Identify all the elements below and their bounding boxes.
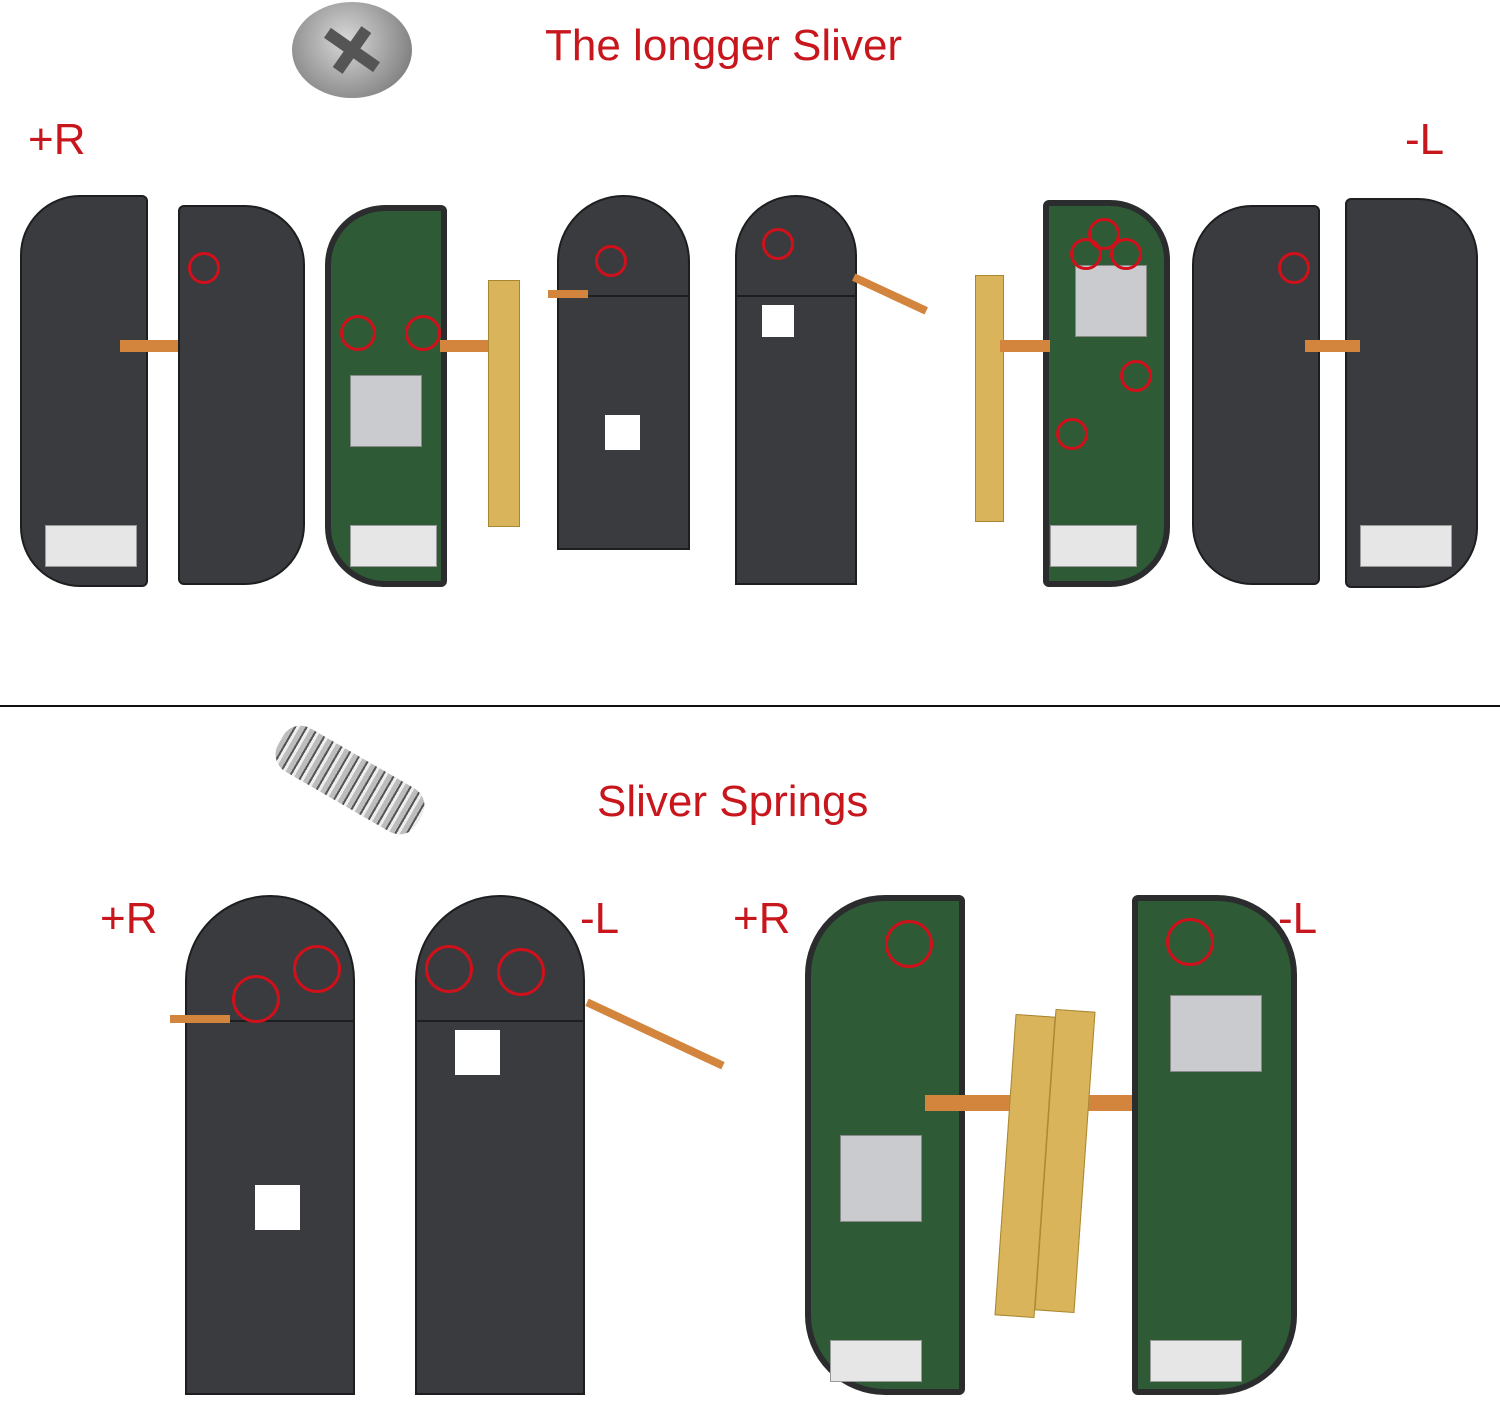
highlight-ring [1088, 218, 1120, 250]
spring-icon [268, 718, 432, 842]
right-joycon-shell-open [20, 195, 148, 587]
highlight-ring [1070, 238, 1102, 270]
flex-cable [170, 1015, 230, 1023]
highlight-ring [405, 315, 441, 351]
flex-cable [1000, 340, 1050, 352]
joycons-label-right: +R [733, 894, 791, 943]
spring-highlight-ring [885, 920, 933, 968]
spring-highlight-ring [293, 945, 341, 993]
rail-connector [1050, 525, 1137, 567]
frame-window [255, 1185, 300, 1230]
right-joycon-back-shell [178, 205, 305, 585]
spring-highlight-ring [425, 945, 473, 993]
rail-connector [1150, 1340, 1242, 1382]
metal-shield [1075, 265, 1147, 337]
left-joycon-pcb [1132, 895, 1297, 1395]
frame-window [605, 415, 640, 450]
rail-connector [830, 1340, 922, 1382]
highlight-ring [762, 228, 794, 260]
sl-sr-rail-frame [415, 1020, 585, 1395]
rail-connector [350, 525, 437, 567]
flex-cable [852, 273, 928, 315]
long-sliver-strip [975, 275, 1004, 522]
rail-connector [45, 525, 137, 567]
sl-sr-rail-frame [735, 295, 857, 585]
metal-shield [840, 1135, 922, 1222]
spring-highlight-ring [1166, 918, 1214, 966]
highlight-ring [1278, 252, 1310, 284]
rail-connector [1360, 525, 1452, 567]
highlight-ring [1110, 238, 1142, 270]
flex-cable [440, 340, 495, 352]
flex-cable [585, 998, 725, 1070]
frame-window [455, 1030, 500, 1075]
top-label-left-joycon: -L [1405, 115, 1445, 164]
flex-cable [548, 290, 588, 298]
highlight-ring [1056, 418, 1088, 450]
top-title: The longger Sliver [545, 21, 903, 70]
spring-highlight-ring [497, 948, 545, 996]
metal-shield [350, 375, 422, 447]
metal-shield [1170, 995, 1262, 1072]
bottom-title: Sliver Springs [597, 777, 869, 826]
left-joycon-shell-open [1345, 198, 1478, 588]
frames-label-right: +R [100, 894, 158, 943]
highlight-ring [340, 315, 376, 351]
spring-highlight-ring [232, 975, 280, 1023]
screw-icon [292, 2, 412, 98]
flex-cable [120, 340, 180, 352]
long-sliver-strip [488, 280, 520, 527]
highlight-ring [188, 252, 220, 284]
flex-cable [1305, 340, 1360, 352]
highlight-ring [1120, 360, 1152, 392]
section-divider [0, 705, 1500, 707]
frame-window [762, 305, 794, 337]
frames-label-left: -L [580, 894, 620, 943]
highlight-ring [595, 245, 627, 277]
top-label-right-joycon: +R [28, 115, 86, 164]
left-joycon-pcb [1043, 200, 1170, 587]
